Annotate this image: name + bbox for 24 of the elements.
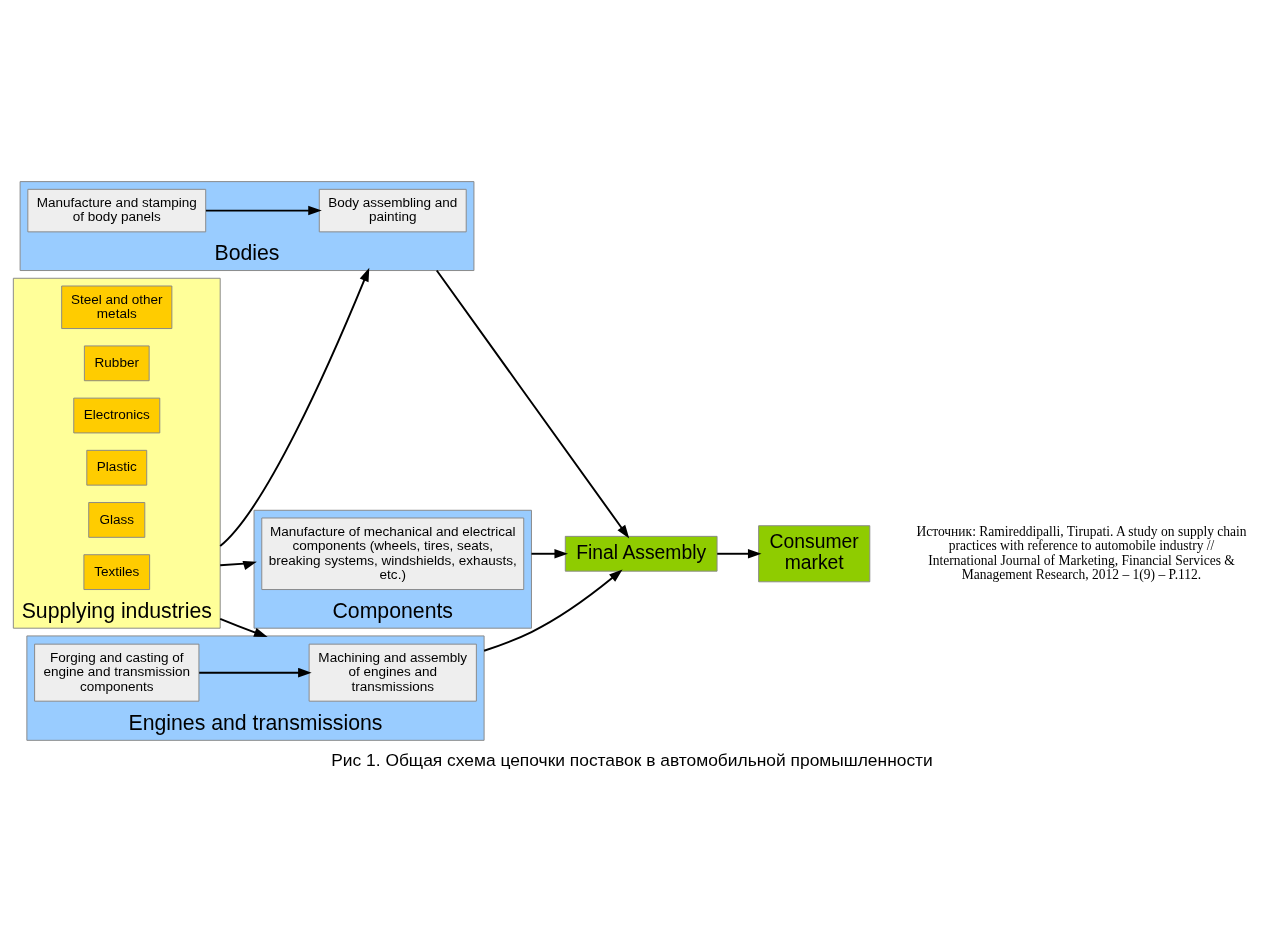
arrow <box>435 269 630 539</box>
node-box: Steel and other metals <box>61 285 173 329</box>
node-box: Manufacture and stamping of body panels <box>27 188 207 233</box>
node-box: Machining and assembly of engines and transmissions <box>308 643 477 702</box>
node-box: Final Assembly <box>564 535 718 572</box>
arrow <box>483 569 623 652</box>
arrow <box>219 267 370 547</box>
node-box: Consumer market <box>758 525 871 583</box>
arrow <box>716 549 762 559</box>
arrow <box>530 549 568 559</box>
arrow <box>198 667 312 678</box>
arrow <box>219 617 268 637</box>
caption: Рис 1. Общая схема цепочки поставок в автомобильной промышленности <box>331 749 933 770</box>
arrow <box>219 560 257 571</box>
node-box: Textiles <box>83 554 151 590</box>
label: Источник: Ramireddipalli, Tirupati. A study on supply chain practices with reference to automobile industry // International Journal of Marketing, Financial Services & Management Research, 2012 – 1(9) – P.112. <box>916 523 1247 583</box>
node-box: Forging and casting of engine and transmission components <box>34 643 200 702</box>
node-box: Plastic <box>86 449 148 486</box>
node-box: Body assembling and painting <box>318 188 467 233</box>
node-box: Rubber <box>83 345 150 382</box>
node-box: Manufacture of mechanical and electrical components (wheels, tires, seats, breaking systems, windshields, exhausts, etc.) <box>261 517 525 590</box>
node-box: Electronics <box>73 397 161 434</box>
arrow <box>205 205 322 216</box>
node-box: Glass <box>88 502 146 538</box>
